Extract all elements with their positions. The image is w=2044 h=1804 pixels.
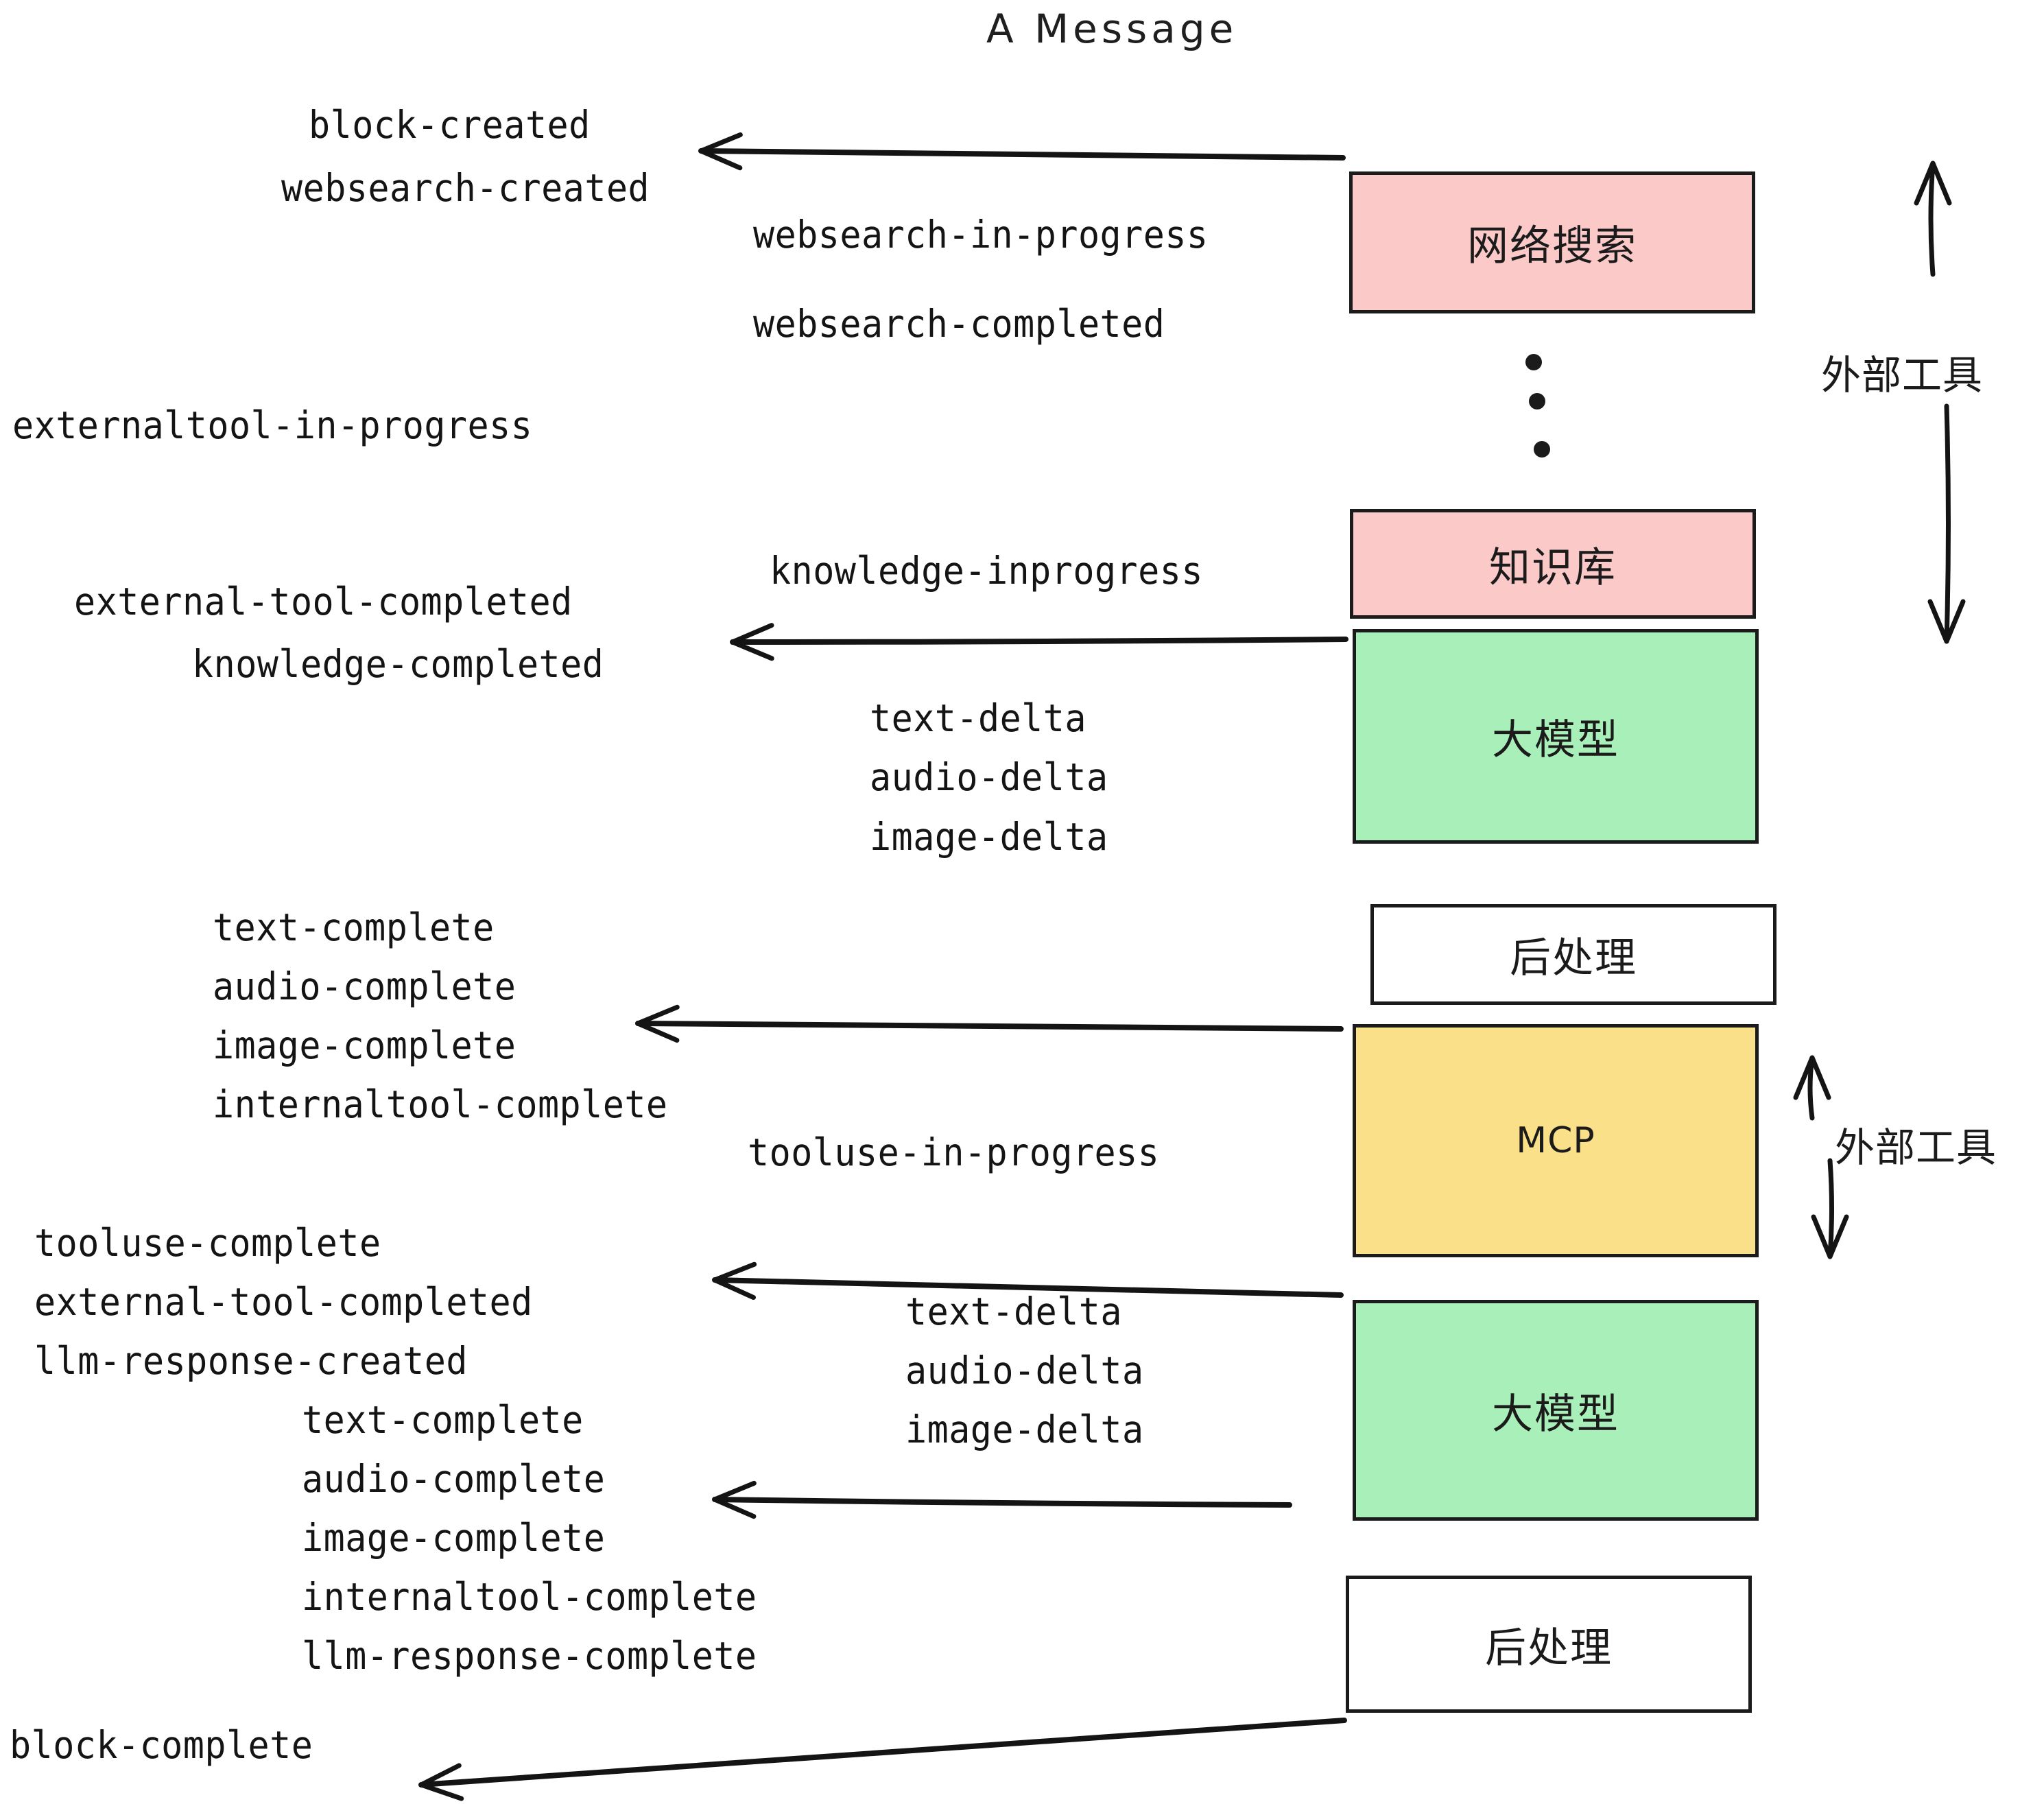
event-label-text-complete-2: text-complete <box>302 1398 584 1442</box>
arrow-image-complete-head <box>635 1004 680 1043</box>
page-title: A Message <box>986 5 1238 52</box>
external-tool-range-top-down-head <box>1927 599 1966 644</box>
event-label-text-complete-1: text-complete <box>213 905 495 949</box>
event-label-audio-delta-1: audio-delta <box>870 755 1108 799</box>
event-label-llm-response-complete: llm-response-complete <box>302 1634 757 1678</box>
arrow-block-complete-head <box>418 1763 464 1801</box>
event-label-image-complete-1: image-complete <box>213 1023 516 1067</box>
event-label-text-delta-2: text-delta <box>905 1290 1122 1333</box>
external-tool-range-top-up-head <box>1914 161 1952 206</box>
event-label-image-complete-2: image-complete <box>302 1516 606 1560</box>
external-tool-range-top-up-line <box>1928 161 1936 277</box>
ellipsis-dot-3 <box>1534 441 1550 458</box>
external-tool-range-bottom-up-head <box>1793 1055 1831 1100</box>
event-label-block-created: block-created <box>309 103 591 147</box>
external-tool-range-bottom-up-line <box>1807 1055 1815 1121</box>
event-label-websearch-completed: websearch-completed <box>753 302 1165 346</box>
event-label-image-delta-1: image-delta <box>870 815 1108 859</box>
arrow-image-complete-line <box>635 1021 1344 1032</box>
external-tool-range-top-down-line <box>1944 403 1951 644</box>
event-label-external-tool-completed-1: external-tool-completed <box>74 580 573 624</box>
arrow-audio-complete-line <box>712 1497 1292 1508</box>
node-llm-1: 大模型 <box>1353 629 1759 844</box>
event-label-tooluse-in-progress: tooluse-in-progress <box>748 1130 1160 1174</box>
arrow-block-complete-line <box>418 1718 1347 1788</box>
external-tool-range-bottom-down-line <box>1827 1158 1834 1259</box>
arrow-block-created-line <box>698 148 1346 161</box>
side-label-external-tool-bottom: 外部工具 <box>1835 1124 1997 1171</box>
event-label-external-tool-completed-2: external-tool-completed <box>34 1280 533 1324</box>
event-label-llm-response-created: llm-response-created <box>34 1339 468 1383</box>
ellipsis-dot-1 <box>1525 354 1542 370</box>
event-label-image-delta-2: image-delta <box>905 1408 1144 1451</box>
side-label-external-tool-top: 外部工具 <box>1821 352 1984 399</box>
event-label-text-delta-1: text-delta <box>870 696 1086 740</box>
event-label-internaltool-complete-1: internaltool-complete <box>213 1082 668 1126</box>
node-postproc-1: 后处理 <box>1370 904 1776 1005</box>
event-label-audio-complete-2: audio-complete <box>302 1457 606 1501</box>
node-llm-2: 大模型 <box>1353 1300 1759 1521</box>
arrow-block-created-head <box>698 132 743 171</box>
event-label-audio-complete-1: audio-complete <box>213 964 516 1008</box>
event-label-externaltool-in-progress: externaltool-in-progress <box>12 403 533 447</box>
event-label-tooluse-complete: tooluse-complete <box>34 1221 381 1265</box>
event-label-knowledge-inprogress: knowledge-inprogress <box>770 549 1203 593</box>
node-websearch: 网络搜索 <box>1349 171 1755 313</box>
event-label-knowledge-completed: knowledge-completed <box>192 642 604 686</box>
node-knowledge: 知识库 <box>1350 509 1756 619</box>
external-tool-range-bottom-down-head <box>1811 1214 1849 1259</box>
ellipsis-dot-2 <box>1529 393 1545 410</box>
event-label-websearch-in-progress: websearch-in-progress <box>753 213 1209 257</box>
node-postproc-2: 后处理 <box>1346 1576 1752 1713</box>
event-label-internaltool-complete-2: internaltool-complete <box>302 1575 757 1619</box>
node-mcp: MCP <box>1353 1024 1759 1257</box>
arrow-tooluse-complete-head <box>712 1261 757 1301</box>
event-label-websearch-created: websearch-created <box>281 166 650 210</box>
arrow-knowledge-completed-head <box>730 623 774 661</box>
arrow-audio-complete-head <box>712 1480 757 1519</box>
arrow-knowledge-completed-line <box>730 637 1348 645</box>
event-label-block-complete: block-complete <box>10 1723 313 1767</box>
event-label-audio-delta-2: audio-delta <box>905 1349 1144 1392</box>
